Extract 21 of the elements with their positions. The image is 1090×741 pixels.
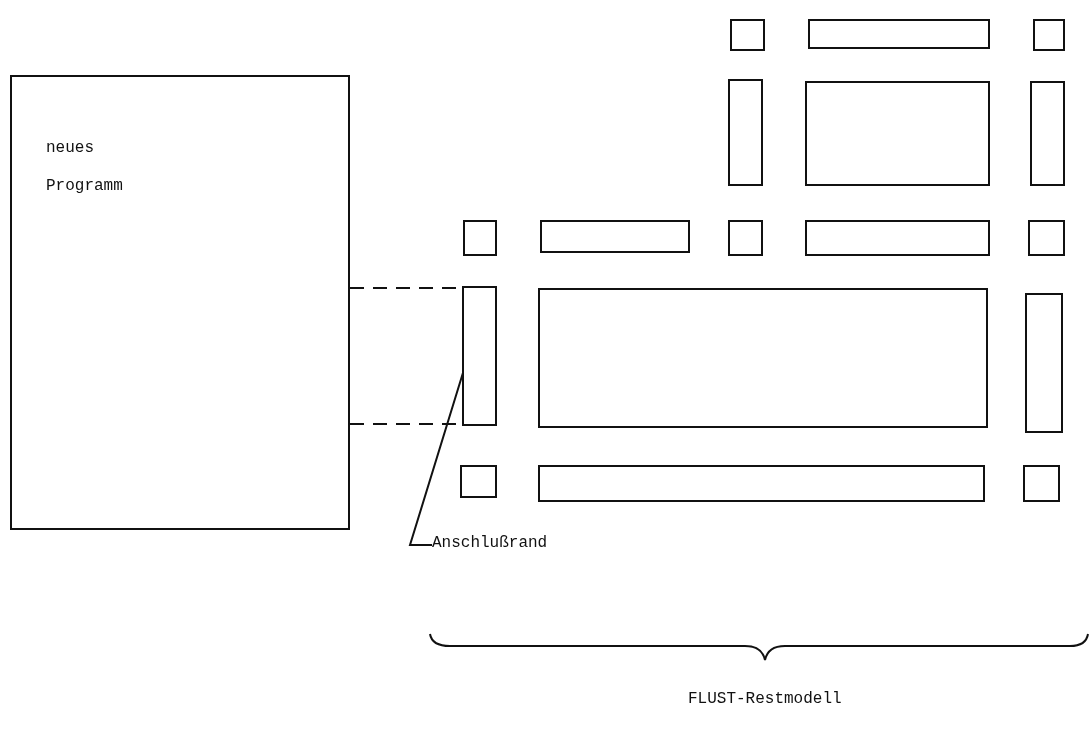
box-label: neues Programm (46, 138, 124, 198)
grid-box (1030, 81, 1065, 186)
grid-box (1028, 220, 1065, 256)
grid-box (808, 19, 990, 49)
grid-box (728, 79, 763, 186)
grid-box (540, 220, 690, 253)
grid-box (538, 288, 988, 428)
grid-box (1023, 465, 1060, 502)
grid-box (805, 81, 990, 186)
grid-box (730, 19, 765, 51)
grid-box (1025, 293, 1063, 433)
grid-box (1033, 19, 1065, 51)
grid-box (805, 220, 990, 256)
grid-box (538, 465, 985, 502)
program-box (10, 75, 350, 530)
grid-box (728, 220, 763, 256)
grid-box (462, 286, 497, 426)
callout-label: Anschlußrand (432, 534, 548, 552)
grid-box (460, 465, 497, 498)
grid-box (463, 220, 497, 256)
group-label: FLUST-Restmodell (688, 690, 842, 708)
